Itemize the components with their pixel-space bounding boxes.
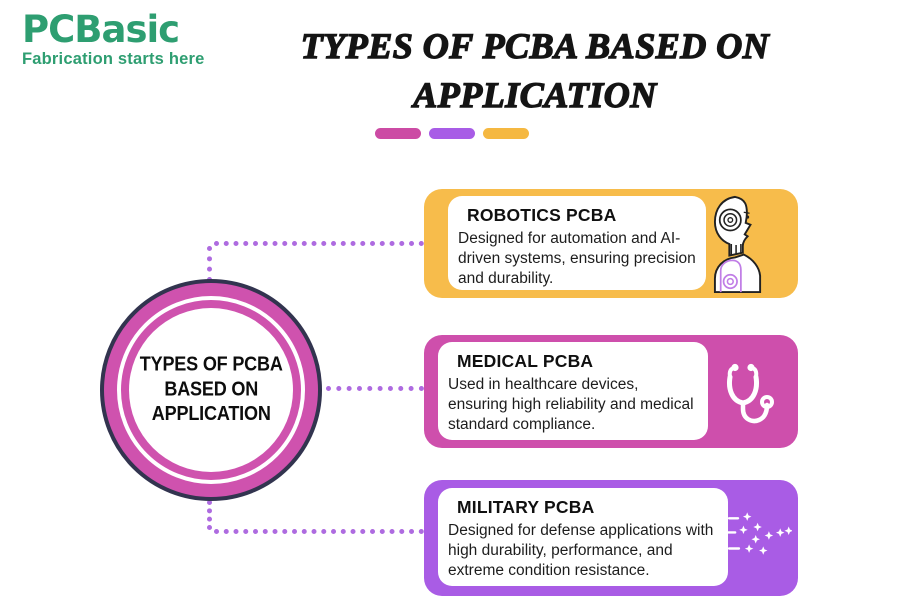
fighter-jet-formation-icon <box>726 508 793 567</box>
card-medical-description: Used in healthcare devices, ensuring hig… <box>448 376 694 434</box>
title-divider-dashes <box>375 128 529 139</box>
connector-bottom-vertical <box>207 500 212 530</box>
connector-middle-horizontal <box>326 386 424 391</box>
card-military-textbox: MILITARY PCBA Designed for defense appli… <box>438 488 728 586</box>
connector-top-vertical <box>207 246 212 282</box>
card-robotics-description: Designed for automation and AI-driven sy… <box>458 230 696 288</box>
hub-inner-circle: TYPES OF PCBA BASED ON APPLICATION <box>129 308 293 472</box>
page-title-line2: APPLICATION <box>413 74 657 115</box>
pcbasic-logo: PCBasic Fabrication starts here <box>22 10 205 69</box>
page-title-line1: TYPES OF PCBA BASED ON <box>300 25 770 66</box>
dash-yellow <box>483 128 529 139</box>
connector-bottom-horizontal <box>214 529 424 534</box>
page-title: TYPES OF PCBA BASED ON APPLICATION <box>245 22 825 120</box>
dash-purple <box>429 128 475 139</box>
card-military-description: Designed for defense applications with h… <box>448 522 714 580</box>
card-medical-title: MEDICAL PCBA <box>457 351 594 371</box>
hub-label-line2: BASED ON <box>164 377 258 401</box>
hub-label: TYPES OF PCBA BASED ON APPLICATION <box>140 353 283 427</box>
hub-label-line3: APPLICATION <box>151 402 271 425</box>
card-military-title: MILITARY PCBA <box>457 497 595 517</box>
stethoscope-icon <box>720 361 776 430</box>
hub-label-line1: TYPES OF PCBA <box>139 353 283 376</box>
card-medical-textbox: MEDICAL PCBA Used in healthcare devices,… <box>438 342 708 440</box>
card-military: MILITARY PCBA Designed for defense appli… <box>424 480 798 596</box>
card-robotics: ROBOTICS PCBA Designed for automation an… <box>424 189 798 298</box>
card-robotics-textbox: ROBOTICS PCBA Designed for automation an… <box>448 196 706 290</box>
robot-icon <box>708 194 768 299</box>
card-robotics-title: ROBOTICS PCBA <box>467 205 617 225</box>
brand-tagline: Fabrication starts here <box>22 50 205 68</box>
card-medical: MEDICAL PCBA Used in healthcare devices,… <box>424 335 798 448</box>
dash-pink <box>375 128 421 139</box>
central-hub-circle: TYPES OF PCBA BASED ON APPLICATION <box>100 279 322 501</box>
connector-top-horizontal <box>214 241 424 246</box>
brand-name: PCBasic <box>22 8 180 51</box>
hub-white-ring <box>117 296 305 484</box>
